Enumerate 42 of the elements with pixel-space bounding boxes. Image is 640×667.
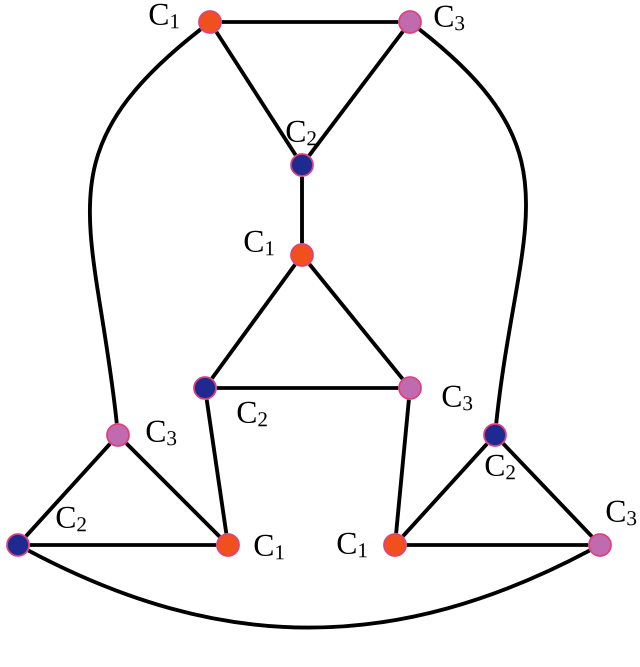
vertex-label: C$_{2}$	[238, 402, 267, 426]
vertex-circle	[193, 376, 217, 400]
edge-line	[308, 30, 404, 157]
vertex-label: C$_{1}$	[254, 534, 284, 560]
vertex-circle	[398, 10, 422, 34]
edge-line	[125, 442, 221, 538]
vertex-label: C$_{1}$	[338, 532, 367, 558]
edge-line	[210, 263, 297, 380]
vertex-label: C$_{2}$	[486, 454, 515, 480]
edge-line	[204, 399, 228, 534]
edge-line	[30, 543, 216, 547]
edge-line	[222, 20, 398, 24]
edge-line	[308, 263, 404, 380]
edge-line	[394, 400, 411, 534]
vertex-circle	[290, 243, 314, 267]
vertex-circle	[106, 423, 130, 447]
edge-line	[24, 442, 112, 538]
edge-line	[406, 543, 588, 547]
edge-line	[216, 386, 398, 390]
vertex-label: C$_{1}$	[150, 4, 179, 28]
vertex-circle	[290, 153, 314, 177]
vertex-label: C$_{3}$	[606, 500, 636, 526]
vertex-label: C$_{2}$	[286, 120, 316, 146]
vertex-circle	[588, 533, 612, 557]
vertex-circle	[6, 533, 30, 557]
edge-line	[214, 30, 298, 156]
vertex-circle	[383, 533, 407, 557]
vertex-label: C$_{1}$	[244, 230, 274, 256]
vertex-label: C$_{3}$	[434, 6, 464, 30]
edge-line	[502, 442, 594, 538]
vertex-circle	[216, 533, 240, 557]
vertex-circle	[398, 376, 422, 400]
edge-line	[418, 28, 528, 424]
edge-line	[300, 176, 304, 244]
edge-line	[402, 442, 488, 538]
vertex-label: C$_{3}$	[442, 386, 472, 410]
vertex-label: C$_{3}$	[146, 420, 176, 446]
vertex-label: C$_{2}$	[56, 506, 86, 532]
edge-line	[28, 548, 590, 630]
vertex-circle	[198, 10, 222, 34]
vertex-circle	[483, 423, 507, 447]
edge-line	[88, 28, 202, 424]
